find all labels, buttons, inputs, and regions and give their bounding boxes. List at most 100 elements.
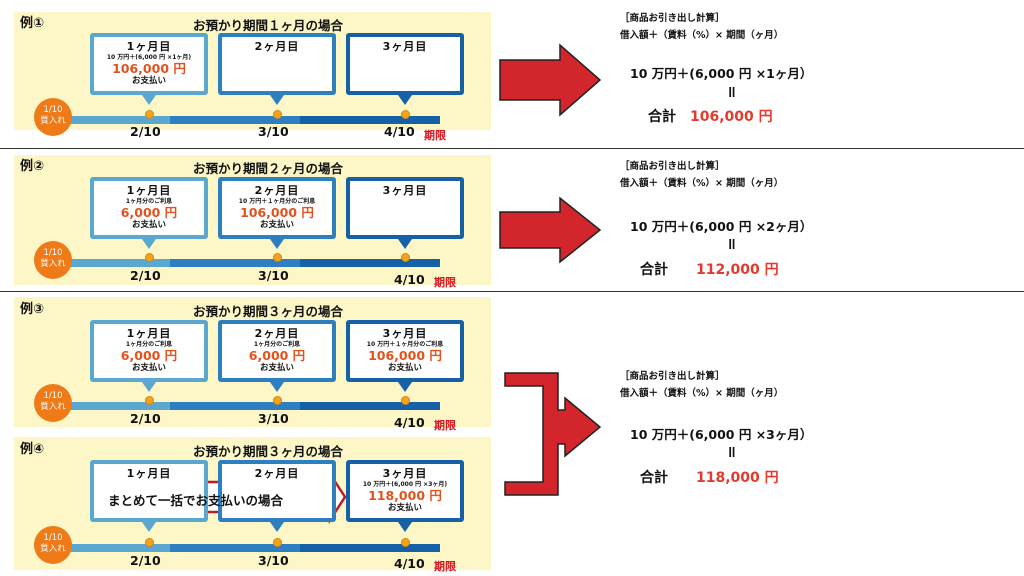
note: 1ヶ月分のご利息 — [125, 341, 173, 348]
date-label: 4/10 — [384, 124, 415, 139]
pay-label: お支払い — [131, 363, 166, 373]
example-title: お預かり期間１ヶ月の場合 — [192, 18, 343, 33]
date-label: 4/10 — [394, 556, 425, 571]
pay-label: お支払い — [387, 503, 422, 513]
box-pointer — [270, 239, 284, 249]
amount: 106,000 円 — [240, 205, 314, 220]
example-title: お預かり期間３ヶ月の場合 — [192, 304, 343, 319]
date-label: 4/10 — [394, 415, 425, 430]
example-label: 例④ — [20, 442, 45, 457]
box-pointer — [398, 95, 412, 105]
calc-header: ［商品お引き出し計算］ — [620, 161, 725, 172]
month-box-3: 3ヶ月目 10 万円＋(6,000 円 ×3ヶ月) 118,000 円 お支払い — [346, 460, 464, 522]
box-pointer — [270, 382, 284, 392]
amount: 6,000 円 — [120, 348, 178, 363]
total-value: 106,000 円 — [690, 109, 773, 125]
month-label: 1ヶ月目 — [126, 327, 172, 340]
due-label: 期限 — [434, 419, 456, 432]
date-label: 3/10 — [258, 268, 289, 283]
date-label: 3/10 — [258, 411, 289, 426]
pay-label: お支払い — [259, 363, 294, 373]
calc-line: 10 万円＋(6,000 円 ×2ヶ月） — [630, 219, 813, 234]
month-box-2: 2ヶ月目 — [218, 460, 336, 522]
date-label: 4/10 — [394, 272, 425, 287]
timeline-dot — [145, 253, 154, 262]
calc-block-2: ［商品お引き出し計算］ 借入額＋（賃料（%）× 期間（ヶ月） 10 万円＋(6,… — [620, 158, 960, 278]
due-label: 期限 — [434, 560, 456, 573]
month-label: 2ヶ月目 — [254, 467, 300, 480]
box-pointer — [142, 239, 156, 249]
box-pointer — [142, 95, 156, 105]
timeline-dot — [401, 253, 410, 262]
arrow-3 — [504, 372, 602, 496]
example-title: お預かり期間２ヶ月の場合 — [192, 161, 343, 176]
timeline-dot — [145, 110, 154, 119]
calc-line: 10 万円＋(6,000 円 ×1ヶ月） — [630, 66, 813, 81]
date-label: 2/10 — [130, 268, 161, 283]
calc-header: ［商品お引き出し計算］ — [620, 371, 725, 382]
month-label: 3ヶ月目 — [382, 40, 428, 53]
start-badge: 1/10 質入れ — [34, 384, 72, 422]
date-label: 2/10 — [130, 553, 161, 568]
amount: 6,000 円 — [248, 348, 306, 363]
month-box-3: 3ヶ月目 — [346, 33, 464, 95]
example-label: 例③ — [20, 302, 45, 317]
pay-label: お支払い — [259, 220, 294, 230]
total-label: 合計 — [640, 470, 668, 486]
timeline-dot — [401, 538, 410, 547]
calc-formula: 借入額＋（賃料（%）× 期間（ヶ月） — [620, 388, 784, 399]
calc-header: ［商品お引き出し計算］ — [620, 13, 725, 24]
example-title: お預かり期間３ヶ月の場合 — [192, 444, 343, 459]
example-label: 例② — [20, 159, 45, 174]
total-value: 118,000 円 — [696, 470, 779, 486]
month-label: 1ヶ月目 — [126, 184, 172, 197]
timeline-dot — [273, 396, 282, 405]
banner-text: まとめて一括でお支払いの場合 — [108, 493, 284, 508]
month-label: 2ヶ月目 — [254, 40, 300, 53]
calc-block-1: ［商品お引き出し計算］ 借入額＋（賃料（%）× 期間（ヶ月） 10 万円＋(6,… — [620, 10, 960, 130]
note: 10 万円＋１ヶ月分のご利息 — [238, 198, 316, 205]
box-pointer — [398, 382, 412, 392]
box-pointer — [398, 239, 412, 249]
start-badge: 1/10 質入れ — [34, 241, 72, 279]
amount: 118,000 円 — [368, 488, 442, 503]
pay-label: お支払い — [131, 76, 166, 86]
box-pointer — [398, 522, 412, 532]
pay-label: お支払い — [131, 220, 166, 230]
month-box-1: 1ヶ月目 1ヶ月分のご利息 6,000 円 お支払い — [90, 320, 208, 382]
total-value: 112,000 円 — [696, 262, 779, 278]
date-label: 2/10 — [130, 124, 161, 139]
timeline-dot — [145, 538, 154, 547]
arrow-1 — [499, 43, 602, 117]
month-box-1: 1ヶ月目 1ヶ月分のご利息 6,000 円 お支払い — [90, 177, 208, 239]
due-label: 期限 — [424, 129, 446, 142]
start-badge: 1/10 質入れ — [34, 526, 72, 564]
month-label: 2ヶ月目 — [254, 184, 300, 197]
amount: 6,000 円 — [120, 205, 178, 220]
note: 1ヶ月分のご利息 — [125, 198, 173, 205]
month-box-2: 2ヶ月目 — [218, 33, 336, 95]
note: 10 万円＋(6,000 円 ×3ヶ月) — [362, 481, 448, 488]
note: 1ヶ月分のご利息 — [253, 341, 301, 348]
equals-sign: II — [728, 238, 736, 253]
date-label: 3/10 — [258, 553, 289, 568]
month-box-3: 3ヶ月目 — [346, 177, 464, 239]
divider — [0, 148, 1024, 149]
date-label: 2/10 — [130, 411, 161, 426]
month-box-1: 1ヶ月目 — [90, 460, 208, 522]
total-label: 合計 — [640, 262, 668, 278]
timeline-dot — [273, 253, 282, 262]
divider — [0, 291, 1024, 292]
month-label: 3ヶ月目 — [382, 467, 428, 480]
start-badge: 1/10 質入れ — [34, 98, 72, 136]
calc-formula: 借入額＋（賃料（%）× 期間（ヶ月） — [620, 30, 784, 41]
month-label: 1ヶ月目 — [126, 467, 172, 480]
timeline-dot — [401, 110, 410, 119]
box-pointer — [142, 522, 156, 532]
pay-label: お支払い — [387, 363, 422, 373]
timeline-dot — [145, 396, 154, 405]
equals-sign: II — [728, 86, 736, 101]
timeline-dot — [401, 396, 410, 405]
total-label: 合計 — [648, 109, 676, 125]
month-label: 3ヶ月目 — [382, 327, 428, 340]
